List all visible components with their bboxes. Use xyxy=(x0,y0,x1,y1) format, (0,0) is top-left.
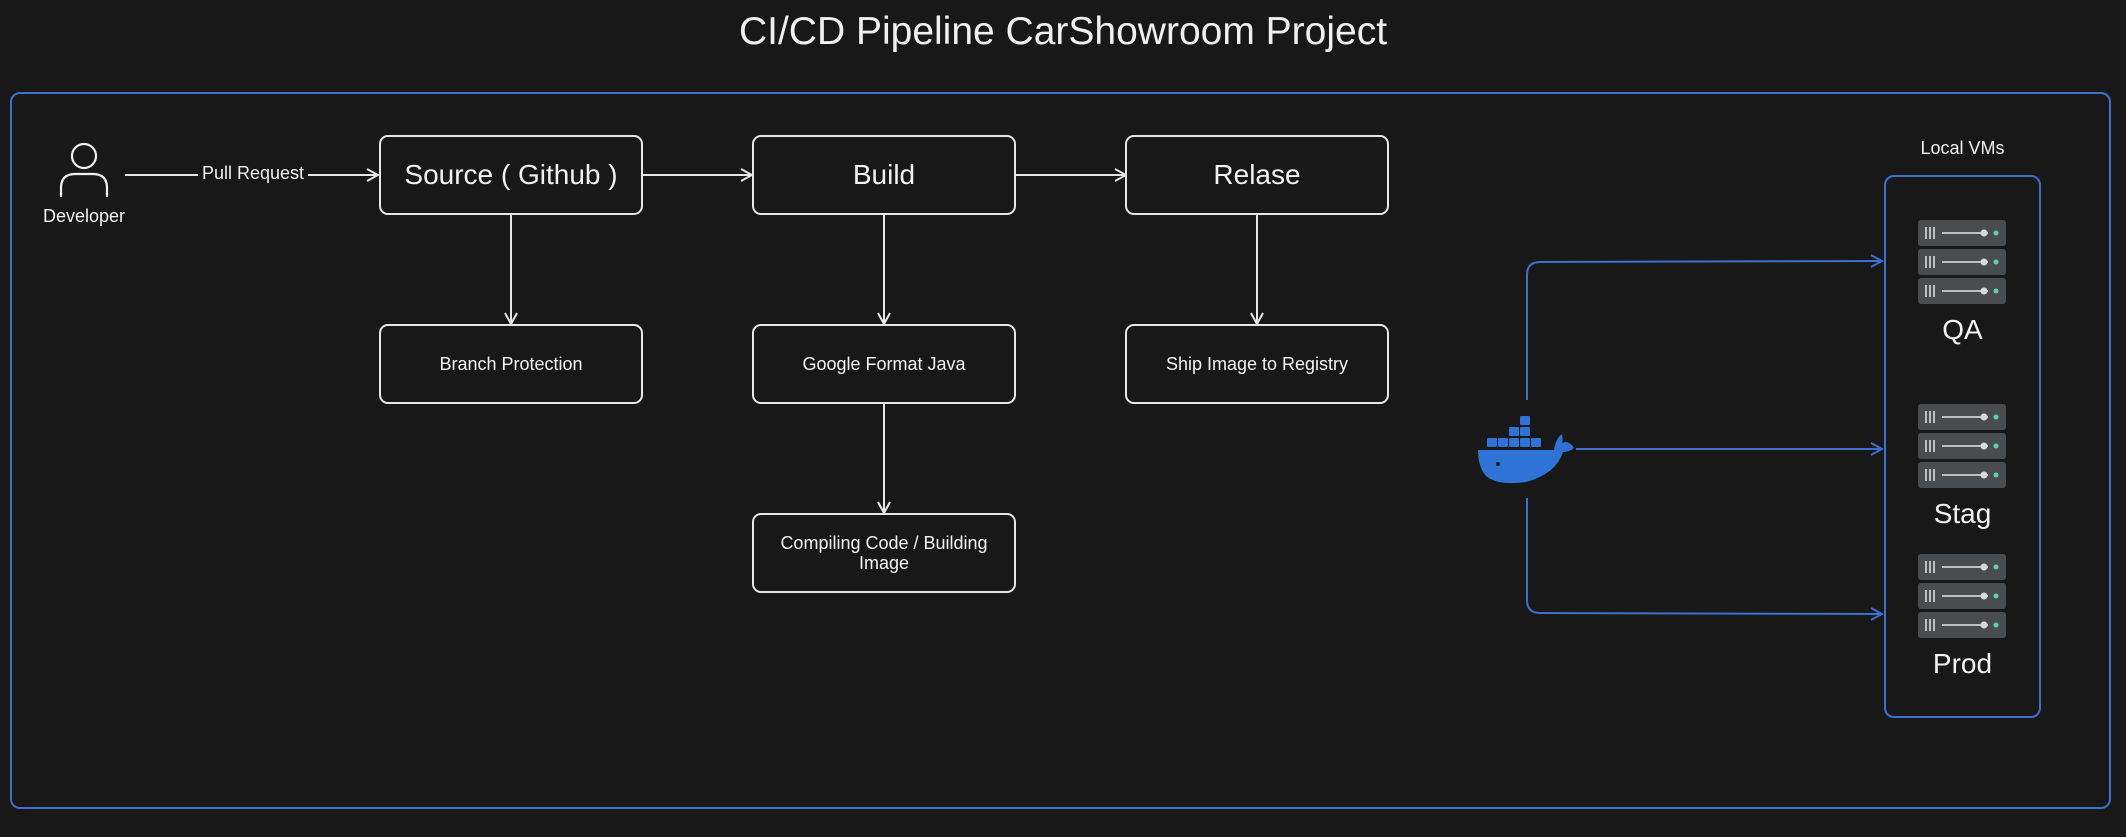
pipeline-frame xyxy=(10,92,2111,809)
docker-whale-icon xyxy=(1478,416,1574,484)
server-rack-icon xyxy=(1918,404,2006,488)
arrow-docker-to-prod xyxy=(1526,498,1882,614)
stage-source: Source ( Github ) xyxy=(379,135,643,215)
arrow-docker-to-qa xyxy=(1526,261,1882,400)
step-ship-image-label: Ship Image to Registry xyxy=(1165,354,1349,374)
step-compiling-label: Compiling Code / Building Image xyxy=(780,533,988,573)
vm-prod-label: Prod xyxy=(1932,648,1993,679)
page-title: CI/CD Pipeline CarShowroom Project xyxy=(738,10,1388,53)
stage-release: Relase xyxy=(1125,135,1389,215)
step-ship-image: Ship Image to Registry xyxy=(1125,324,1389,404)
stage-release-label: Relase xyxy=(1213,159,1301,190)
step-compiling: Compiling Code / Building Image xyxy=(752,513,1016,593)
stage-build: Build xyxy=(752,135,1016,215)
server-rack-icon xyxy=(1918,554,2006,638)
step-google-format-java-label: Google Format Java xyxy=(802,354,966,374)
step-branch-protection-label: Branch Protection xyxy=(439,354,583,374)
server-rack-icon xyxy=(1918,220,2006,304)
person-icon xyxy=(59,142,109,197)
local-vms-label: Local VMs xyxy=(1920,138,2005,158)
developer-label: Developer xyxy=(42,206,126,226)
step-branch-protection: Branch Protection xyxy=(379,324,643,404)
stage-source-label: Source ( Github ) xyxy=(404,159,618,190)
vm-stag-label: Stag xyxy=(1933,498,1992,529)
stage-build-label: Build xyxy=(852,159,916,190)
pull-request-label: Pull Request xyxy=(198,163,309,184)
step-google-format-java: Google Format Java xyxy=(752,324,1016,404)
local-vms-group xyxy=(1884,175,2041,718)
vm-qa-label: QA xyxy=(1942,314,1983,345)
